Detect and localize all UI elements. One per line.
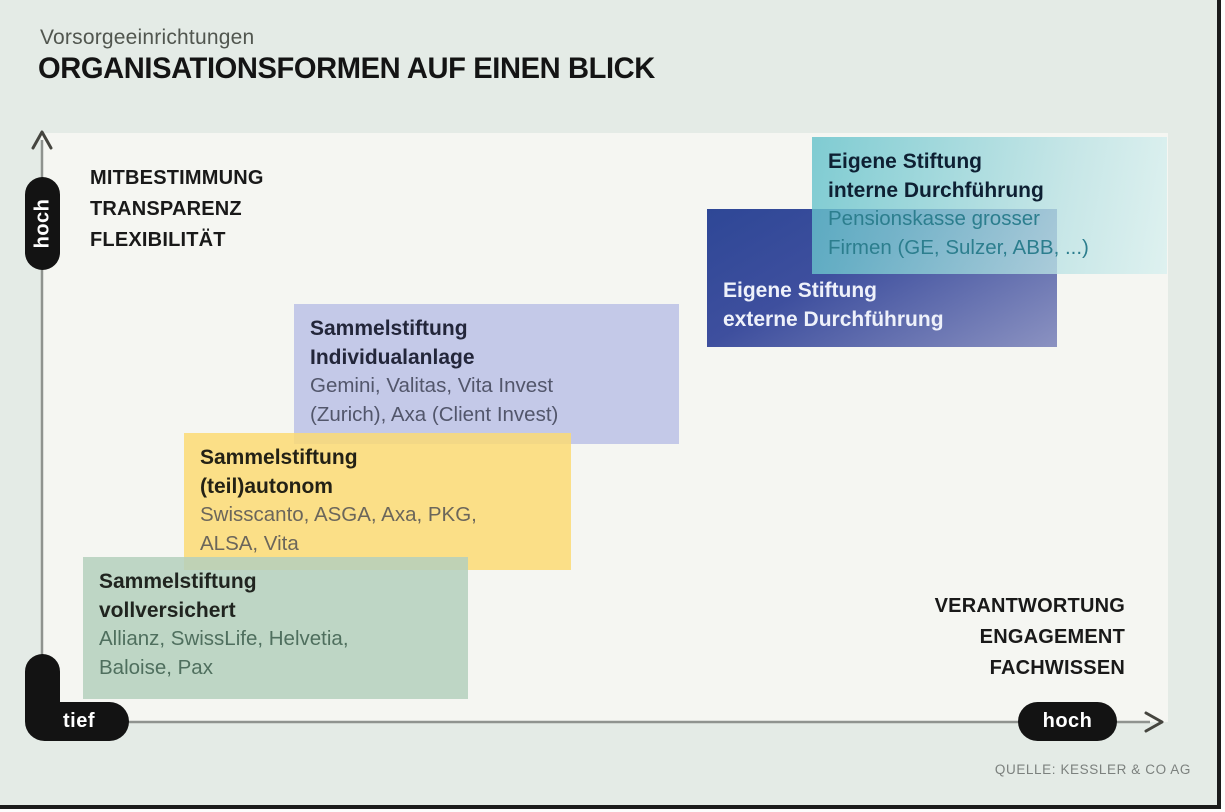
box-title-line: Sammelstiftung bbox=[310, 317, 468, 340]
box-title-line: vollversichert bbox=[99, 599, 236, 622]
box-title-line: Eigene Stiftung bbox=[828, 150, 982, 173]
x-axis-high-label: hoch bbox=[1042, 710, 1093, 732]
axis-low-label: tief bbox=[63, 710, 95, 732]
descriptor-line: FLEXIBILITÄT bbox=[90, 229, 226, 251]
descriptor-line: TRANSPARENZ bbox=[90, 198, 242, 220]
box-detail-line: Baloise, Pax bbox=[99, 655, 213, 679]
box-eigene-stiftung-interne-durchfuehrung: Eigene Stiftung interne Durchführung Pen… bbox=[812, 137, 1167, 274]
y-axis-high-pill: hoch bbox=[25, 177, 60, 270]
box-title-line: Sammelstiftung bbox=[99, 570, 257, 593]
box-detail-line: (Zurich), Axa (Client Invest) bbox=[310, 402, 559, 426]
page-title: ORGANISATIONSFORMEN AUF EINEN BLICK bbox=[38, 52, 655, 85]
box-sammelstiftung-individualanlage: Sammelstiftung Individualanlage Gemini, … bbox=[294, 304, 679, 444]
descriptor-line: FACHWISSEN bbox=[989, 657, 1125, 679]
box-title-line: Individualanlage bbox=[310, 346, 475, 369]
source-credit: QUELLE: KESSLER & CO AG bbox=[994, 762, 1191, 777]
box-detail-line: Swisscanto, ASGA, Axa, PKG, bbox=[200, 503, 477, 526]
box-sammelstiftung-vollversichert: Sammelstiftung vollversichert Allianz, S… bbox=[83, 557, 468, 699]
bottom-right-axis-descriptor: VERANTWORTUNG ENGAGEMENT FACHWISSEN bbox=[935, 591, 1125, 684]
box-sammelstiftung-teilautonom: Sammelstiftung (teil)autonom Swisscanto,… bbox=[184, 433, 571, 570]
top-left-axis-descriptor: MITBESTIMMUNG TRANSPARENZ FLEXIBILITÄT bbox=[90, 163, 264, 256]
descriptor-line: VERANTWORTUNG bbox=[934, 595, 1125, 617]
axis-low-pill: tief bbox=[25, 702, 129, 741]
box-title-line: Eigene Stiftung bbox=[723, 279, 877, 302]
x-axis-high-pill: hoch bbox=[1018, 702, 1117, 741]
y-axis-high-label: hoch bbox=[31, 198, 53, 249]
box-title-line: interne Durchführung bbox=[828, 179, 1044, 202]
kicker-label: Vorsorgeeinrichtungen bbox=[40, 26, 255, 49]
box-detail-line: Gemini, Valitas, Vita Invest bbox=[310, 374, 554, 397]
image-edge bbox=[1217, 0, 1221, 812]
descriptor-line: ENGAGEMENT bbox=[979, 626, 1125, 648]
descriptor-line: MITBESTIMMUNG bbox=[90, 167, 264, 189]
box-detail-line: Pensionskasse grosser bbox=[828, 207, 1040, 230]
image-edge bbox=[1221, 0, 1225, 812]
box-detail-line: Allianz, SwissLife, Helvetia, bbox=[99, 627, 349, 650]
box-title-line: externe Durchführung bbox=[723, 308, 944, 331]
image-edge bbox=[0, 805, 1221, 809]
box-title-line: Sammelstiftung bbox=[200, 446, 358, 469]
box-detail-line: ALSA, Vita bbox=[200, 531, 299, 555]
box-title-line: (teil)autonom bbox=[200, 475, 333, 498]
box-detail-line: Firmen (GE, Sulzer, ABB, ...) bbox=[828, 235, 1089, 259]
image-edge bbox=[0, 809, 1221, 812]
